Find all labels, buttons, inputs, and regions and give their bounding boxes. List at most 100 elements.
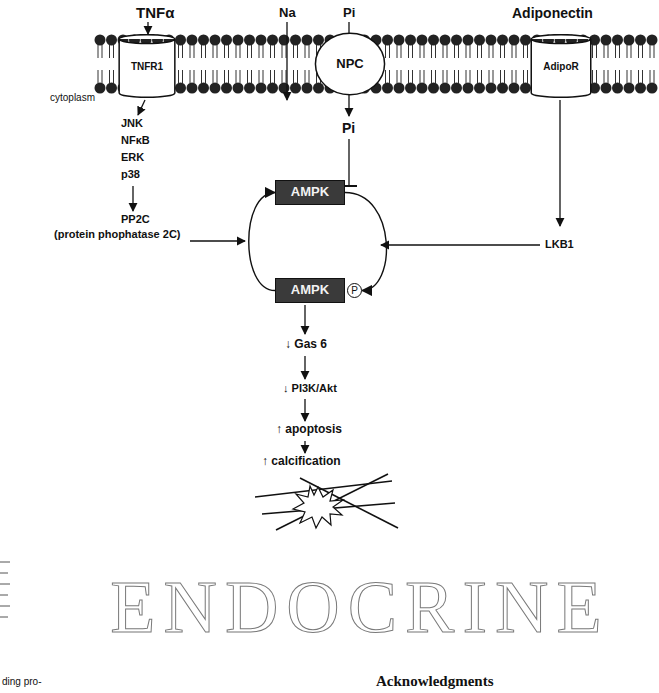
lipid-head xyxy=(474,35,485,46)
lipid-tail xyxy=(504,70,505,83)
lipid-tail xyxy=(408,70,409,83)
lipid-tail xyxy=(650,70,651,83)
lipid-tail xyxy=(389,70,390,83)
lipid-tail xyxy=(293,45,294,58)
lipid-head xyxy=(290,83,301,94)
lipid-tail xyxy=(615,45,616,58)
lipid-tail xyxy=(431,70,432,83)
lipid-tail xyxy=(102,70,103,83)
lipid-tail xyxy=(604,70,605,83)
effect-label: ↓ PI3K/Akt xyxy=(283,382,337,395)
lipid-tail xyxy=(443,70,444,83)
lipid-head xyxy=(624,83,635,94)
ion-label: Na xyxy=(279,6,296,21)
lipid-tail xyxy=(247,45,248,58)
arrow xyxy=(190,240,245,241)
lipid-tail xyxy=(627,45,628,58)
lipid-tail xyxy=(224,45,225,58)
calcification-figure xyxy=(255,474,398,530)
lipid-tail xyxy=(282,70,283,83)
arrow xyxy=(132,186,133,211)
lipid-tail xyxy=(201,45,202,58)
lipid-tail xyxy=(466,45,467,58)
lipid-head xyxy=(279,83,290,94)
arrow xyxy=(381,244,540,245)
effect-label: ↓ Gas 6 xyxy=(285,338,327,352)
lipid-tail xyxy=(592,45,593,58)
lipid-head xyxy=(382,83,393,94)
lipid-tail xyxy=(270,70,271,83)
lipid-tail xyxy=(516,70,517,83)
node-label: TNFR1 xyxy=(131,61,163,72)
lipid-head xyxy=(106,83,117,94)
lipid-tail xyxy=(412,45,413,58)
kinase-label: p38 xyxy=(121,168,140,181)
lipid-tail xyxy=(477,70,478,83)
lipid-tail xyxy=(481,70,482,83)
phospho-kinase-box: AMPKP xyxy=(275,278,362,303)
receptor-cylinder: AdipoR xyxy=(530,34,592,98)
lipid-tail xyxy=(493,70,494,83)
arrow xyxy=(304,441,305,453)
lipid-head xyxy=(497,35,508,46)
lipid-tail xyxy=(470,45,471,58)
lipid-head xyxy=(95,83,106,94)
lipid-tail xyxy=(194,45,195,58)
lipid-tail xyxy=(592,70,593,83)
kinase-label: NFκB xyxy=(121,134,150,147)
lipid-tail xyxy=(190,70,191,83)
lipid-head xyxy=(635,83,646,94)
lipid-head xyxy=(302,35,313,46)
lipid-tail xyxy=(512,70,513,83)
lipid-tail xyxy=(447,45,448,58)
lipid-head xyxy=(313,83,324,94)
lipid-head xyxy=(612,83,623,94)
arrow xyxy=(286,22,287,100)
lipid-head xyxy=(451,35,462,46)
lipid-tail xyxy=(481,45,482,58)
lipid-head xyxy=(624,35,635,46)
lipid-head xyxy=(233,83,244,94)
lipid-tail xyxy=(420,70,421,83)
lipid-head xyxy=(486,35,497,46)
lipid-tail xyxy=(217,45,218,58)
lipid-head xyxy=(267,83,278,94)
lipid-head xyxy=(302,83,313,94)
lipid-tail xyxy=(435,45,436,58)
lipid-head xyxy=(520,83,531,94)
lipid-head xyxy=(451,83,462,94)
lipid-tail xyxy=(182,45,183,58)
lipid-head xyxy=(463,35,474,46)
lipid-head xyxy=(428,83,439,94)
lipid-tail xyxy=(205,70,206,83)
lipid-head xyxy=(601,35,612,46)
lipid-tail xyxy=(205,45,206,58)
lipid-head xyxy=(267,35,278,46)
lipid-tail xyxy=(274,70,275,83)
lipid-tail xyxy=(236,45,237,58)
phosphate-mark: P xyxy=(347,283,362,298)
ligand-label: Adiponectin xyxy=(512,5,593,21)
lipid-tail xyxy=(259,70,260,83)
lipid-head xyxy=(474,83,485,94)
lipid-head xyxy=(394,35,405,46)
kinase-name: AMPK xyxy=(275,180,345,205)
kinase-label: JNK xyxy=(121,117,143,130)
kinase-box: AMPK xyxy=(275,180,345,205)
lipid-head xyxy=(497,83,508,94)
lipid-tail xyxy=(454,45,455,58)
lipid-head xyxy=(601,83,612,94)
lipid-tail xyxy=(213,70,214,83)
lipid-head xyxy=(221,83,232,94)
lipid-head xyxy=(221,35,232,46)
page-fragment: ding pro- xyxy=(2,676,41,688)
lipid-tail xyxy=(489,45,490,58)
lipid-tail xyxy=(424,70,425,83)
lipid-head xyxy=(187,35,198,46)
lipid-tail xyxy=(240,70,241,83)
lipid-tail xyxy=(236,70,237,83)
lipid-tail xyxy=(489,70,490,83)
lipid-tail xyxy=(608,45,609,58)
node-label: NPC xyxy=(336,57,363,71)
lipid-tail xyxy=(240,45,241,58)
